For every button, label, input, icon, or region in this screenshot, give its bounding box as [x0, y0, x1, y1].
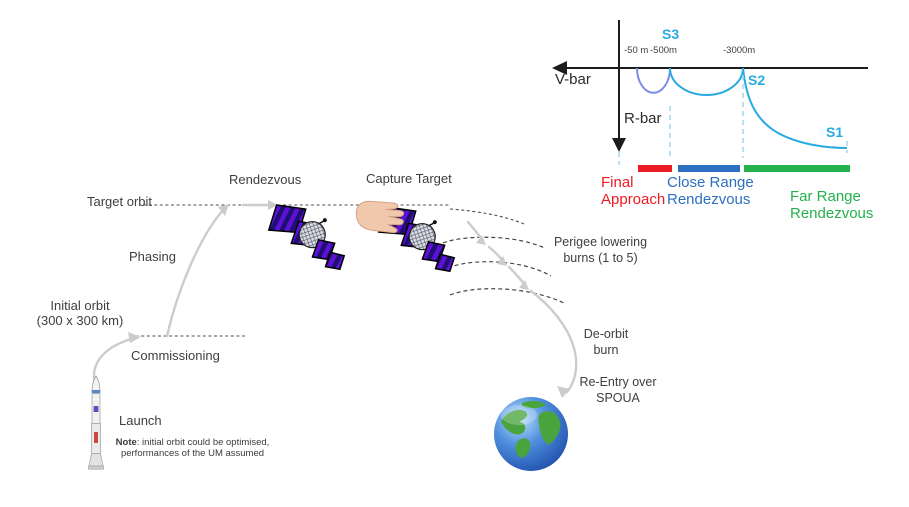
phasing-curve [165, 207, 226, 338]
close-range-hop-arc [669, 67, 744, 96]
deorbit-arrowhead [557, 386, 570, 398]
earth-illustration [494, 397, 568, 471]
phasing-arrowhead [218, 204, 229, 216]
perigee-arc-1 [442, 236, 546, 249]
reentry-label: Re-Entry over SPOUA [570, 375, 666, 406]
earth-landmass-west [501, 409, 528, 435]
rocket-blue-band [92, 390, 100, 394]
burn-arrowhead-3 [519, 280, 529, 290]
tick-minus-50m: -50 m [624, 45, 649, 56]
launch-label: Launch [119, 413, 162, 428]
launch-ascent-arrowhead [128, 332, 141, 343]
perigee-line2: burns (1 to 5) [563, 250, 638, 265]
rocket-logo-red [94, 432, 98, 443]
final-approach-line2: Approach [601, 190, 666, 208]
earth-landmass-north [522, 400, 546, 409]
perigee-burns-label: Perigee lowering burns (1 to 5) [543, 235, 658, 266]
deorbit-line2: burn [593, 342, 619, 357]
note-line2: performances of the UM assumed [120, 448, 265, 460]
initial-orbit-label: Initial orbit (300 x 300 km) [33, 298, 127, 329]
orbit-dashed-lines [130, 204, 525, 337]
capture-target-label: Capture Target [366, 171, 452, 186]
rocket-illustration [88, 375, 104, 470]
r-bar-label: R-bar [624, 110, 662, 127]
perigee-lowering-dashed-arcs [442, 236, 565, 304]
rocket-logo-purple [93, 406, 99, 412]
earth-landmass-east [538, 411, 561, 445]
station-s2-label: S2 [748, 72, 766, 88]
burn-arrow-1 [466, 220, 484, 242]
close-range-line2: Rendezvous [667, 190, 751, 208]
station-s1-label: S1 [826, 124, 844, 140]
far-range-descent-curve [742, 67, 848, 149]
launch-note: Note: initial orbit could be optimised, … [100, 437, 285, 460]
r-bar-arrowhead [612, 138, 626, 152]
reentry-line2: SPOUA [596, 390, 640, 405]
note-line1: : initial orbit could be optimised, [136, 437, 270, 448]
hand-shape [355, 200, 405, 234]
rendezvous-inset-plot [552, 20, 868, 172]
far-range-label: Far Range Rendezvous [790, 188, 874, 222]
final-approach-line1: Final [601, 174, 634, 191]
capture-hand-illustration [355, 200, 405, 234]
final-approach-label: Final Approach [601, 174, 666, 208]
rendezvous-label: Rendezvous [229, 172, 302, 187]
initial-orbit-line2: (300 x 300 km) [36, 312, 124, 328]
deorbit-line1: De-orbit [583, 327, 629, 341]
final-approach-bar [638, 165, 672, 172]
tick-minus-3000m: -3000m [723, 45, 756, 56]
far-range-line1: Far Range [790, 188, 861, 205]
perigee-line1: Perigee lowering [553, 235, 648, 249]
far-range-line2: Rendezvous [790, 204, 874, 222]
perigee-arc-2 [447, 261, 552, 277]
station-s3-label: S3 [662, 26, 680, 42]
perigee-arc-3 [449, 288, 565, 304]
earth-landmass-south [515, 438, 531, 458]
deorbit-curve [529, 289, 578, 394]
initial-orbit-line1: Initial orbit [50, 298, 110, 313]
close-range-line1: Close Range [667, 174, 754, 191]
burn-arrowhead-1 [476, 235, 486, 245]
reentry-line1: Re-Entry over [579, 375, 657, 389]
target-orbit-label: Target orbit [87, 194, 153, 209]
rocket-base [88, 465, 104, 470]
final-approach-hop-arc [636, 67, 671, 94]
burn-arrowhead-2 [497, 256, 507, 266]
close-range-label: Close Range Rendezvous [667, 174, 754, 208]
earth-highlight [501, 405, 537, 425]
v-bar-label: V-bar [555, 71, 591, 88]
close-range-bar [678, 165, 740, 172]
post-capture-dashed-line [449, 208, 525, 225]
target-satellite-illustration [260, 195, 358, 274]
tick-minus-500m: -500m [650, 45, 677, 56]
phasing-label: Phasing [129, 249, 176, 264]
burn-arrow-3 [507, 265, 527, 287]
far-range-bar [744, 165, 850, 172]
trajectory-arrows [92, 200, 578, 398]
approach-arrowhead [268, 200, 278, 210]
v-bar-arrowhead [552, 61, 567, 75]
commissioning-label: Commissioning [131, 348, 220, 363]
note-bold-label: Note [115, 437, 137, 448]
deorbit-burn-label: De-orbit burn [568, 327, 644, 358]
